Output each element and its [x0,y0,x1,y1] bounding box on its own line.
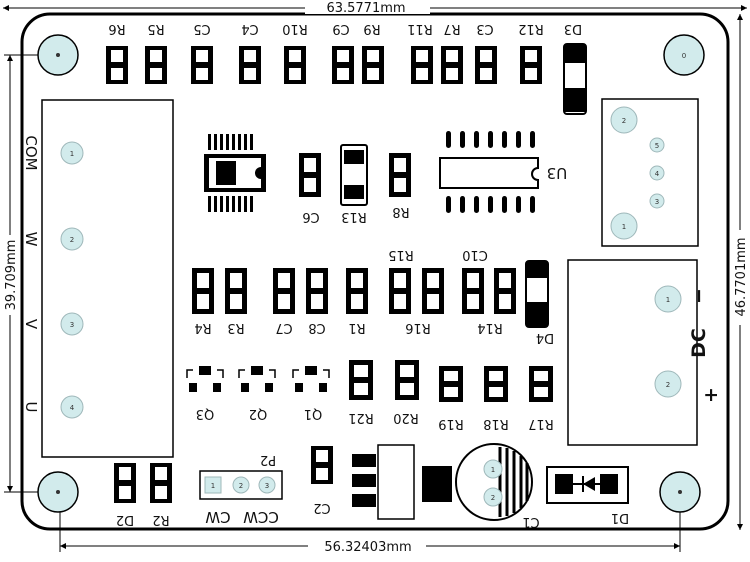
mounting-holes: 0 [37,34,705,513]
svg-text:R4: R4 [194,320,211,335]
svg-text:R21: R21 [348,410,374,425]
svg-text:COM: COM [22,135,40,170]
regulator [352,444,452,520]
svg-text:R10: R10 [282,21,308,36]
svg-text:R9: R9 [363,21,380,36]
dc-connector: 1 2 [567,259,698,446]
svg-text:R19: R19 [438,416,464,431]
svg-text:D3: D3 [564,21,582,36]
label-c10: C10 [462,247,488,262]
label-r13: R13 [341,209,367,224]
svg-text:3: 3 [265,482,269,490]
motor-connector: 1 2 3 4 [41,99,174,458]
label-ccw: CCW [243,508,279,526]
label-r8: R8 [392,204,409,219]
svg-text:2: 2 [70,236,74,244]
label-d4: D4 [536,330,554,345]
svg-text:C9: C9 [332,21,349,36]
svg-text:R18: R18 [483,416,509,431]
label-d1: D1 [611,510,629,525]
svg-text:3: 3 [70,321,74,329]
svg-text:1: 1 [491,466,495,474]
svg-text:1: 1 [666,296,670,304]
svg-text:V: V [22,319,40,330]
label-r15: R15 [388,247,414,262]
svg-text:4: 4 [70,404,75,412]
svg-text:3: 3 [655,198,659,206]
mount-hole-tr [663,34,705,76]
svg-text:R17: R17 [528,416,554,431]
bottom-components [114,446,333,503]
motor-connector-labels: COM W V U [22,135,40,412]
svg-text:R6: R6 [108,21,125,36]
svg-text:Q2: Q2 [249,406,268,421]
svg-text:U: U [22,402,40,413]
row3-components [349,360,553,402]
svg-text:Q3: Q3 [196,406,215,421]
row2-labels: R4 R3 C7 C8 R1 R16 R14 [194,320,502,335]
svg-text:R3: R3 [227,320,244,335]
label-dc: DC [688,328,710,358]
svg-text:2: 2 [622,117,626,125]
top-row-components [106,46,542,84]
svg-text:2: 2 [239,482,243,490]
transistors [186,366,330,392]
svg-text:C4: C4 [241,21,258,36]
label-c2: C2 [313,500,330,515]
svg-text:5: 5 [655,142,659,150]
svg-text:R14: R14 [477,320,503,335]
svg-text:C8: C8 [308,320,325,335]
svg-text:C5: C5 [193,21,210,36]
label-cw: CW [205,508,230,526]
dim-right: 46.7701mm [734,237,749,316]
svg-text:1: 1 [622,223,626,231]
diode-d1 [546,466,629,504]
svg-text:R5: R5 [147,21,164,36]
diode-d3 [563,43,587,115]
mount-hole-tr-label: 0 [682,52,686,60]
label-c1: C1 [522,514,539,529]
dim-bottom: 56.32403mm [324,540,411,555]
ic-soic-left [204,134,266,212]
label-r2: R2 [152,512,169,527]
svg-text:W: W [22,232,40,247]
dim-left: 39.709mm [4,240,19,311]
svg-text:1: 1 [70,150,74,158]
label-dc-minus: − [688,288,710,304]
svg-text:2: 2 [666,381,670,389]
label-p2: P2 [260,452,276,467]
svg-text:C3: C3 [476,21,493,36]
label-u3: U3 [547,164,568,182]
row3-labels: R21 R20 R19 R18 R17 [348,410,554,431]
svg-text:4: 4 [655,170,660,178]
top-labels: R6 R5 C5 C4 R10 C9 R9 R11 R7 C3 R12 D3 [108,21,582,36]
pot-p2: 1 2 3 [199,470,283,500]
jack-connector: 2 5 4 3 1 [601,98,699,247]
diode-d4 [525,260,549,328]
svg-text:2: 2 [491,494,495,502]
label-c6: C6 [302,209,319,224]
transistor-labels: Q3 Q2 Q1 [196,406,323,421]
label-d2: D2 [116,512,134,527]
board-outline [20,12,730,531]
svg-text:R20: R20 [393,410,419,425]
svg-text:R1: R1 [348,320,365,335]
svg-text:1: 1 [211,482,215,490]
row2-components [192,268,516,314]
capacitor-c1: 1 2 [455,443,533,521]
svg-text:R16: R16 [405,320,431,335]
svg-text:Q1: Q1 [304,406,323,421]
svg-text:R7: R7 [443,21,460,36]
label-dc-plus: + [700,387,722,403]
ic-u3 [439,131,539,213]
dim-top: 63.5771mm [326,1,405,16]
svg-text:R11: R11 [407,21,433,36]
svg-text:R12: R12 [518,21,544,36]
mid-parts [299,144,411,206]
svg-text:C7: C7 [275,320,292,335]
